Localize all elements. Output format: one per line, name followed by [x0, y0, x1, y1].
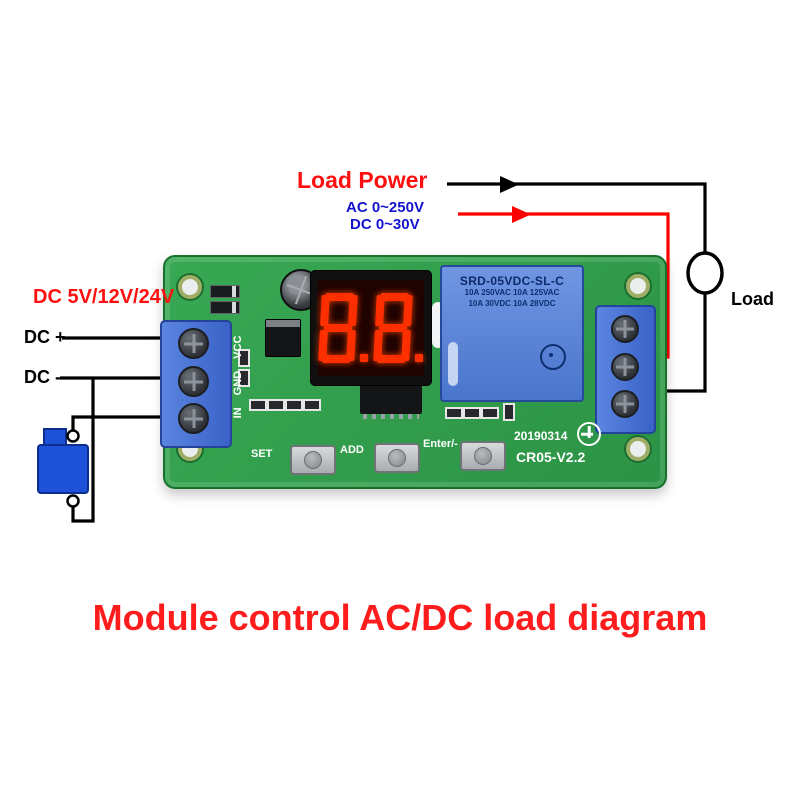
relay: SRD-05VDC-SL-C 10A 250VAC 10A 125VAC 10A…: [440, 265, 584, 402]
load-power-wire-black: [447, 182, 707, 253]
enter-button: [460, 441, 506, 471]
mounting-hole: [626, 274, 650, 298]
diagram-title: Module control AC/DC load diagram: [92, 597, 708, 638]
push-button-pin-top: [66, 429, 80, 443]
silk-set-label: SET: [251, 448, 273, 460]
push-button-cap: [43, 428, 67, 446]
smd-component: [463, 407, 481, 419]
relay-spec-line1: 10A 250VAC 10A 125VAC: [464, 288, 560, 297]
terminal-screw-no: [611, 315, 639, 343]
dc-plus-label: DC +: [24, 327, 66, 347]
terminal-screw-gnd: [178, 366, 209, 397]
smd-component: [481, 407, 499, 419]
silk-pin-labels: IN GND VCC: [232, 335, 244, 419]
relay-spec-line2: 10A 30VDC 10A 28VDC: [468, 298, 556, 308]
silk-enter-label: Enter/-: [423, 438, 458, 450]
smd-component: [503, 403, 515, 421]
button-in-wire: [71, 415, 178, 431]
red-arrow-icon: [512, 206, 531, 223]
smd-component: [238, 369, 250, 387]
smd-component: [445, 407, 463, 419]
mounting-hole: [178, 275, 202, 299]
smd-component: [267, 399, 285, 411]
terminal-screw-in: [178, 403, 209, 434]
push-button-pin-bottom: [66, 494, 80, 508]
mcu-chip: [360, 377, 422, 419]
silk-add-label: ADD: [340, 444, 364, 456]
cert-logo-icon: [540, 344, 566, 370]
dc-range-label: DC 0~30V: [350, 216, 420, 233]
relay-model-text: SRD-05VDC-SL-C: [459, 274, 565, 288]
dc-minus-label: DC -: [24, 367, 61, 387]
terminal-screw-nc: [611, 390, 639, 418]
smd-component: [238, 349, 250, 367]
smd-component: [303, 399, 321, 411]
black-arrow-icon: [500, 176, 519, 193]
button-gnd-wire: [71, 378, 95, 523]
display-window: [317, 280, 424, 376]
supply-voltage-label: DC 5V/12V/24V: [33, 286, 175, 308]
set-button: [290, 445, 336, 475]
push-button-body: [37, 444, 89, 494]
load-symbol: [686, 251, 724, 295]
load-power-label: Load Power: [297, 167, 428, 193]
diode: [210, 301, 240, 314]
diode: [210, 285, 240, 298]
seven-segment-display: [310, 270, 432, 386]
terminal-screw-com: [611, 353, 639, 381]
smd-component: [249, 399, 267, 411]
relay-stripe: [448, 342, 458, 386]
silk-version-label: CR05-V2.2: [516, 449, 586, 465]
pcb-board: SRD-05VDC-SL-C 10A 250VAC 10A 125VAC 10A…: [160, 255, 667, 489]
display-digits: [317, 293, 423, 363]
load-to-relay-wire-black: [650, 293, 707, 393]
load-label: Load: [731, 289, 774, 309]
silk-date-code: 20190314: [514, 429, 568, 443]
voltage-regulator: [265, 319, 301, 357]
input-terminal-block: [160, 320, 232, 448]
mounting-hole: [626, 437, 650, 461]
relay-output-terminal-block: [595, 305, 656, 434]
ac-range-label: AC 0~250V: [346, 199, 424, 216]
smd-component: [285, 399, 303, 411]
terminal-screw-vcc: [178, 328, 209, 359]
add-button: [374, 443, 420, 473]
crosshair-mark-icon: [577, 422, 601, 446]
